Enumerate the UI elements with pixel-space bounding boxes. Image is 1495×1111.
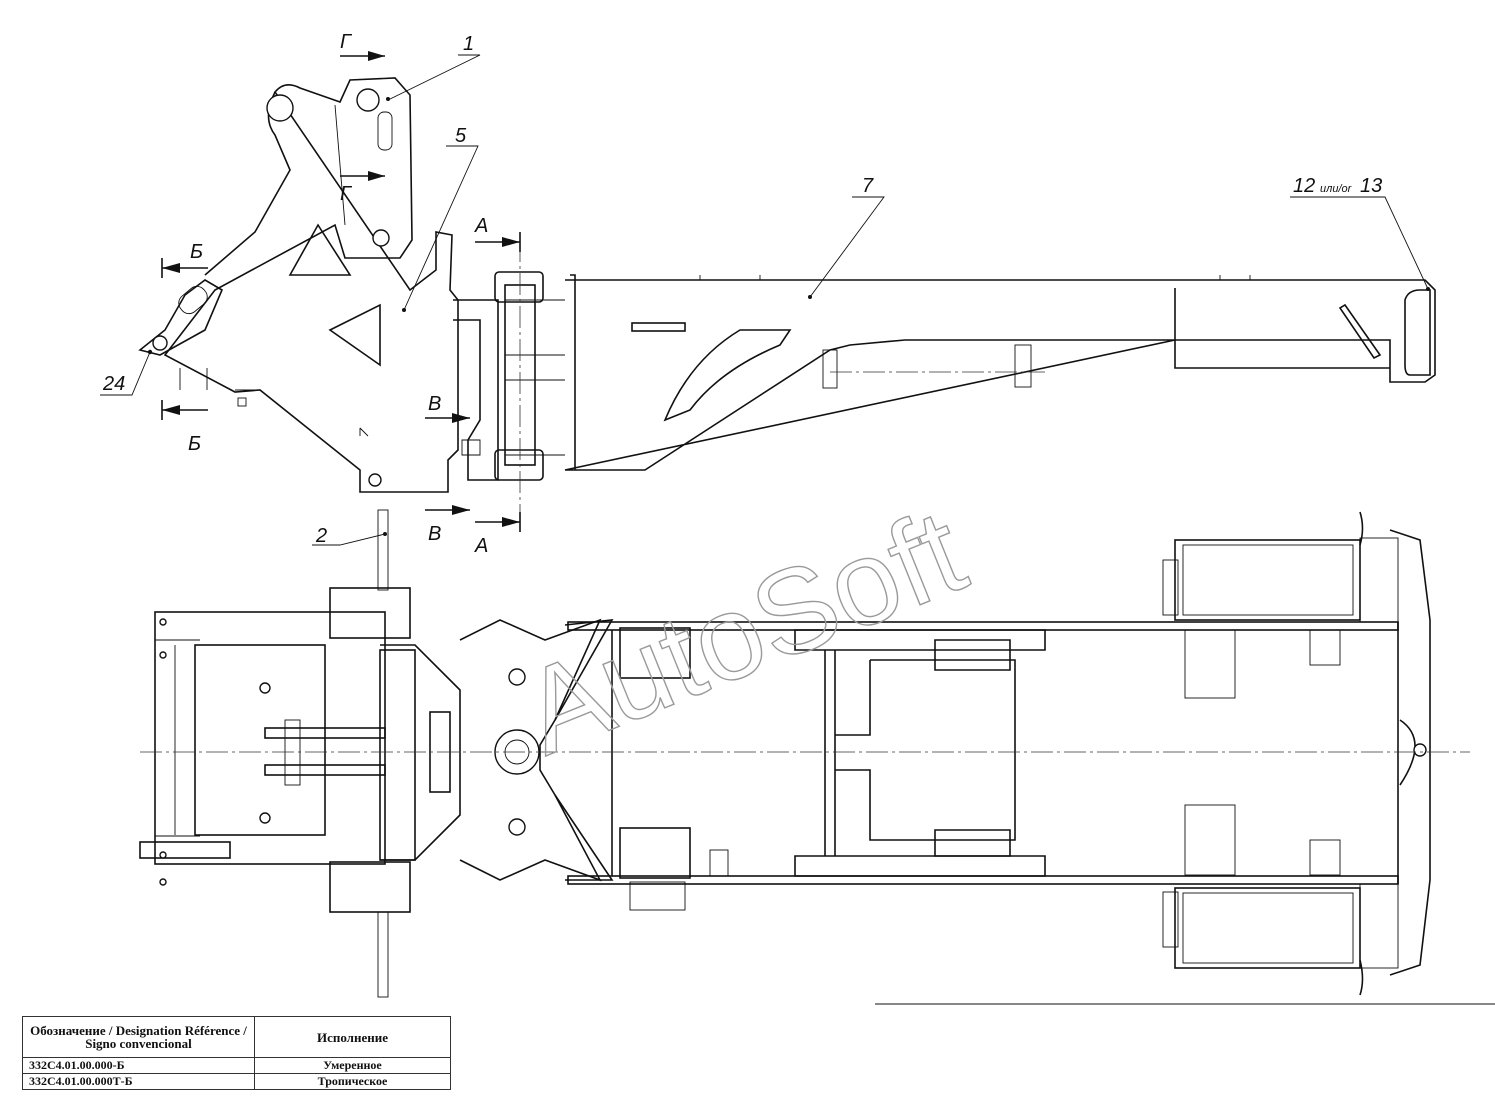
side-view: [138, 77, 1436, 525]
header-execution: Исполнение: [254, 1016, 451, 1058]
section-mark-g-top: Г: [340, 31, 353, 53]
row-execution: Тропическое: [254, 1073, 451, 1090]
row-execution: Умеренное: [254, 1057, 451, 1074]
table-row: 332С4.01.00.000Т-Б Тропическое: [22, 1073, 451, 1090]
callouts: 1 5 7 12 или/or 13 24 2: [100, 33, 1429, 547]
callout-or-label: или/or: [1320, 183, 1353, 195]
plan-view: [139, 509, 1470, 998]
callout-12: 12: [1293, 175, 1315, 197]
table-header-row: Обозначение / Designation Référence / Si…: [22, 1016, 451, 1058]
callout-7: 7: [862, 175, 874, 197]
section-mark-v-top: В: [428, 393, 441, 415]
section-mark-b-top: Б: [190, 241, 203, 263]
callout-24: 24: [102, 373, 125, 395]
callout-2: 2: [315, 525, 327, 547]
row-designation: 332С4.01.00.000-Б: [22, 1057, 255, 1074]
section-mark-a-bottom: А: [474, 535, 488, 557]
watermark: AutoSoft: [505, 484, 982, 781]
callout-1: 1: [463, 33, 474, 55]
designation-table: Обозначение / Designation Référence / Si…: [22, 1016, 451, 1090]
section-mark-g-bottom: Г: [340, 183, 353, 205]
callout-13: 13: [1360, 175, 1382, 197]
callout-5: 5: [455, 125, 467, 147]
section-mark-a-top: А: [474, 215, 488, 237]
table-row: 332С4.01.00.000-Б Умеренное: [22, 1057, 451, 1074]
header-designation: Обозначение / Designation Référence / Si…: [22, 1016, 255, 1058]
section-mark-v-bottom: В: [428, 523, 441, 545]
section-mark-b-bottom: Б: [188, 433, 201, 455]
section-marks: Г Г Б Б А А В В: [161, 31, 521, 557]
row-designation: 332С4.01.00.000Т-Б: [22, 1073, 255, 1090]
